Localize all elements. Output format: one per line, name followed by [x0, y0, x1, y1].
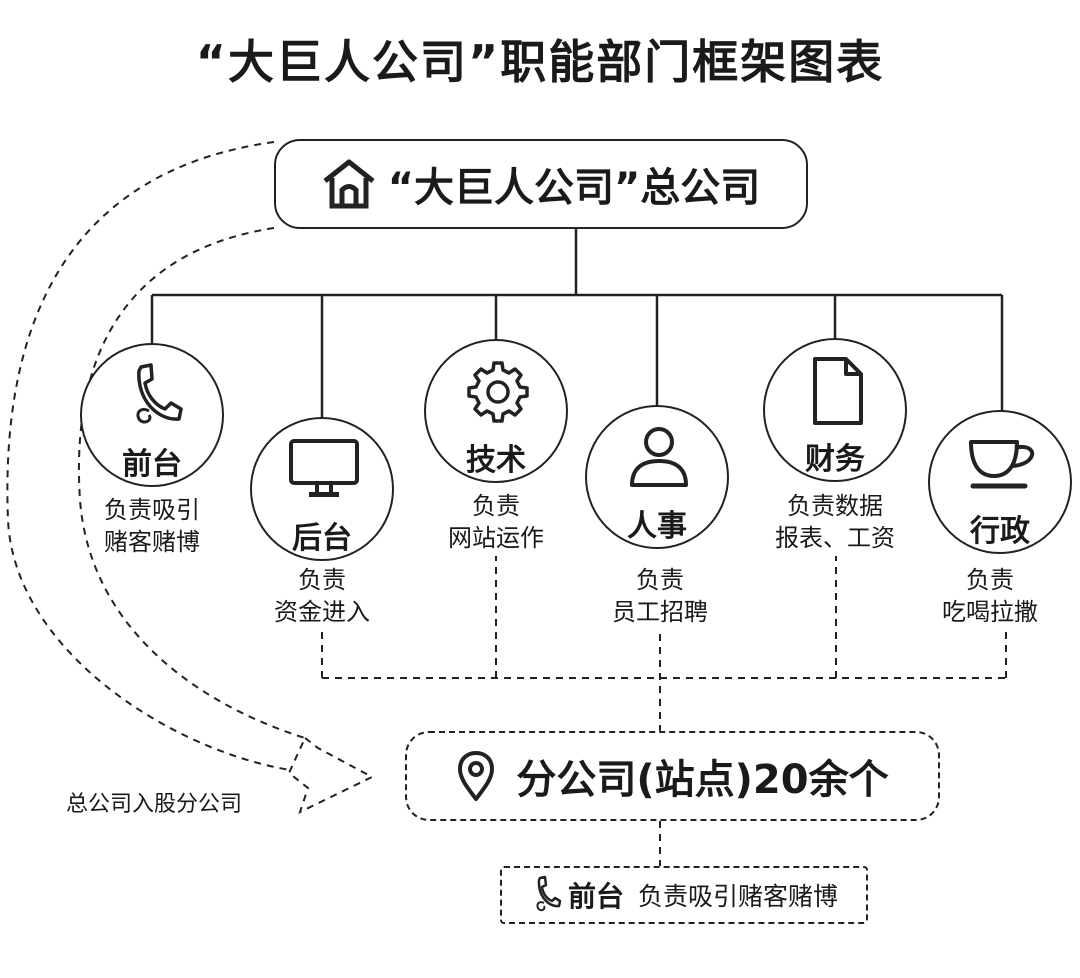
dept-name-houtai: 后台 — [292, 521, 352, 556]
branch-label: 分公司(站点)20余个 — [516, 757, 889, 803]
dept-circle-houtai: 后台 — [250, 417, 394, 561]
page-title: “大巨人公司”职能部门框架图表 — [195, 35, 885, 89]
dept-name-jishu: 技术 — [466, 443, 526, 478]
dept-desc-qiantai: 负责吸引赌客赌博 — [104, 496, 200, 556]
location-pin-icon — [458, 751, 495, 801]
dept-name-caiwu: 财务 — [805, 442, 865, 477]
document-icon — [813, 357, 863, 425]
dept-circle-qiantai: 前台 — [80, 343, 224, 487]
teacup-icon — [969, 440, 1035, 489]
dashed-arc-outer — [6, 141, 291, 771]
site-dept-name: 前台 — [567, 880, 624, 913]
site-dept-box: 前台 负责吸引赌客赌博 — [500, 866, 868, 924]
branch-box: 分公司(站点)20余个 — [405, 731, 940, 821]
dept-desc-xingzheng: 负责吃喝拉撒 — [942, 566, 1038, 626]
gear-icon — [467, 361, 529, 423]
branch-relation-label: 总公司入股分公司 — [66, 792, 243, 817]
phone-icon — [136, 363, 183, 424]
person-icon — [630, 427, 688, 487]
dept-name-xingzheng: 行政 — [970, 514, 1030, 549]
phone-icon — [536, 875, 562, 912]
dept-desc-renshi: 负责员工招聘 — [612, 566, 708, 626]
dept-circle-caiwu: 财务 — [763, 338, 907, 482]
dept-desc-caiwu: 负责数据报表、工资 — [775, 492, 895, 552]
dept-name-qiantai: 前台 — [122, 447, 182, 482]
dept-circle-renshi: 人事 — [585, 405, 729, 549]
dept-circle-xingzheng: 行政 — [928, 410, 1072, 554]
dashed-arrow-head — [287, 736, 375, 814]
house-icon — [323, 159, 375, 209]
site-dept-desc: 负责吸引赌客赌博 — [638, 882, 839, 911]
dept-desc-jishu: 负责网站运作 — [448, 492, 544, 552]
dept-desc-houtai: 负责资金进入 — [274, 566, 370, 626]
monitor-icon — [289, 439, 359, 497]
dept-name-renshi: 人事 — [627, 509, 687, 544]
headquarters-box: “大巨人公司”总公司 — [274, 139, 808, 229]
dashed-arc-inner — [78, 227, 306, 739]
headquarters-label: “大巨人公司”总公司 — [387, 165, 761, 211]
dept-circle-jishu: 技术 — [424, 339, 568, 483]
